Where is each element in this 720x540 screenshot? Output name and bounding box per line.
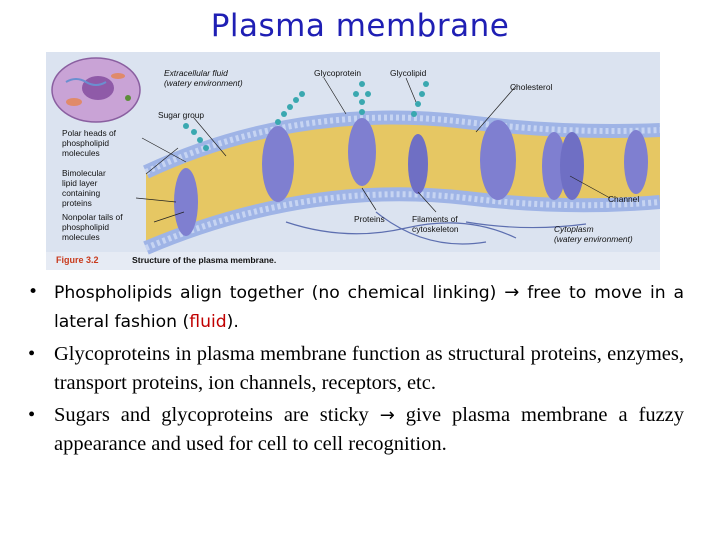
label-nonpolar-3: molecules (62, 232, 100, 242)
bullet-3-rest: give plasma membrane a fuzzy appearance … (54, 404, 685, 455)
label-bimolecular-1: Bimolecular (62, 168, 106, 178)
bullet-dot: • (28, 343, 36, 365)
label-cytoplasm-sub: (watery environment) (554, 234, 633, 244)
leader-lines (135, 77, 611, 223)
label-polar-heads-3: molecules (62, 148, 100, 158)
membrane-figure: Extracellular fluid (watery environment)… (46, 52, 660, 270)
label-sugar-group: Sugar group (158, 110, 204, 120)
label-nonpolar-2: phospholipid (62, 222, 109, 232)
cytoskeleton-filaments (285, 211, 587, 245)
bullet-dot: • (28, 282, 39, 302)
label-channel: Channel (608, 194, 639, 204)
cell-thumbnail (51, 57, 141, 123)
label-polar-heads-2: phospholipid (62, 138, 109, 148)
bullet-3-lead: Sugars and glycoproteins are sticky (54, 404, 369, 426)
figure-caption: Structure of the plasma membrane. (132, 255, 276, 265)
label-polar-heads-1: Polar heads of (62, 128, 117, 138)
label-bimolecular-4: proteins (62, 198, 92, 208)
bullet-1-lead: Phospholipids align together (no chemica… (54, 283, 497, 303)
label-filaments-1: Filaments of (412, 214, 458, 224)
bullet-1-end: ). (226, 312, 239, 332)
label-glycolipid: Glycolipid (390, 68, 427, 78)
label-extracellular: Extracellular fluid (164, 68, 228, 78)
bullet-1-rest: free to move in a lateral fashion ( (54, 283, 685, 332)
bullet-2-text: Glycoproteins in plasma membrane functio… (54, 343, 684, 394)
figure-number: Figure 3.2 (56, 255, 99, 265)
membrane-proteins (174, 118, 648, 236)
glyco-chains (183, 81, 429, 151)
membrane-illustration: Extracellular fluid (watery environment)… (46, 52, 660, 270)
fluid-highlight: fluid (189, 312, 227, 332)
bullet-phospholipids: • Phospholipids align together (no chemi… (28, 278, 684, 337)
slide-title: Plasma membrane (210, 8, 510, 44)
bullet-sugars: • Sugars and glycoproteins are sticky → … (28, 401, 684, 459)
arrow-icon: → (504, 282, 520, 303)
bullet-glycoproteins: • Glycoproteins in plasma membrane funct… (28, 340, 684, 398)
label-proteins: Proteins (354, 214, 385, 224)
arrow-icon: → (379, 405, 395, 426)
label-filaments-2: cytoskeleton (412, 224, 459, 234)
bullet-dot: • (28, 404, 36, 426)
label-cholesterol: Cholesterol (510, 82, 553, 92)
label-extracellular-sub: (watery environment) (164, 78, 243, 88)
label-bimolecular-3: containing (62, 188, 101, 198)
bullet-list: • Phospholipids align together (no chemi… (28, 278, 684, 462)
label-bimolecular-2: lipid layer (62, 178, 98, 188)
label-glycoprotein: Glycoprotein (314, 68, 361, 78)
label-nonpolar-1: Nonpolar tails of (62, 212, 123, 222)
label-cytoplasm: Cytoplasm (554, 224, 594, 234)
